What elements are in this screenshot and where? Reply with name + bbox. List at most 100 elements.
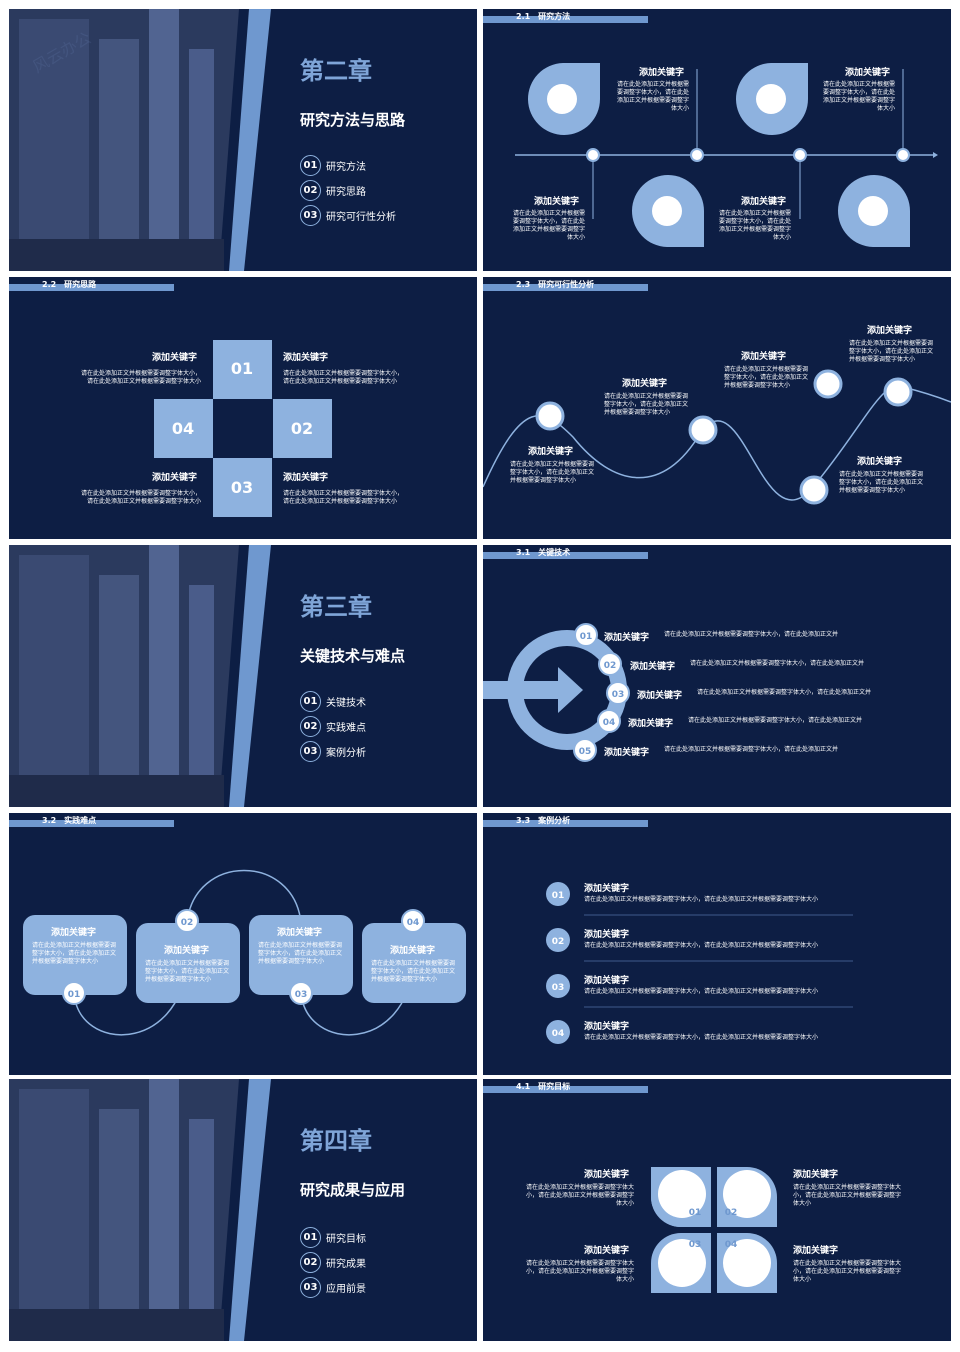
card-number: 02 (181, 918, 194, 928)
keyword: 添加关键字 (584, 884, 630, 894)
body-text: 请在此处添加正文并根据需要调整字体大小，请在此处添加正文并根据需要调整字体大小 (510, 461, 595, 484)
body-text: 请在此处添加正文并根据需要调整字体大小，请在此处添加正文并根据需要调整字体大小 (258, 942, 343, 965)
petal-number: 01 (689, 1208, 702, 1218)
body-text: 请在此处添加正文并根据需要调整字体大小，请在此处添加正文并 (697, 689, 872, 696)
cross-diagram: 01 02 03 04 (154, 340, 332, 517)
toc-item[interactable]: 01 研究目标 (300, 1227, 366, 1248)
toc-number: 02 (300, 716, 321, 737)
keyword: 添加关键字 (622, 379, 668, 389)
keyword: 添加关键字 (604, 748, 650, 758)
toc-label: 研究思路 (326, 187, 366, 198)
body-text: 请在此处添加正文并根据需要调整字体大小， (80, 370, 201, 377)
section-label: 2.1 研究方法 (516, 12, 571, 21)
petal-diagram: 01 02 03 04 (651, 1167, 777, 1293)
keyword: 添加关键字 (164, 946, 210, 956)
toc-label: 研究目标 (326, 1234, 366, 1245)
body-text: 请在此处添加正文并根据需要调整字体大小，请在此处添加正文并根据需要调整字体大小 (145, 960, 230, 983)
body-text: 请在此处添加正文并根据需要调整字体大小，请在此处添加正文并根据需要调整字体大小 (823, 81, 896, 112)
toc-label: 应用前景 (326, 1284, 366, 1295)
body-text: 请在此处添加正文并根据需要调整字体大小，请在此处添加正文并根据需要调整字体大小 (793, 1184, 902, 1207)
case-number: 03 (552, 983, 565, 993)
slide-3-3: 3.3 案例分析 01 02 03 04 添加关键字 请在此处添加正文并根据需要… (483, 813, 951, 1075)
body-text: 请在此处添加正文并根据需要调整字体大小，请在此处添加正文并 (664, 746, 839, 753)
toc-label: 研究可行性分析 (326, 212, 396, 223)
timeline (515, 63, 938, 247)
body-text: 请在此处添加正文并根据需要调整字体大小，请在此处添加正文并根据需要调整字体大小 (724, 366, 809, 389)
item-number: 04 (603, 718, 616, 728)
slide-2-1: 2.1 研究方法 添加关键字 请在此处添加正文并根据需要调整字体大小，请在此处添… (483, 9, 951, 271)
keyword: 添加关键字 (793, 1170, 839, 1180)
chapter-subtitle: 关键技术与难点 (300, 647, 406, 665)
keyword: 添加关键字 (51, 928, 97, 938)
toc-label: 实践难点 (326, 723, 366, 734)
keyword: 添加关键字 (857, 457, 903, 467)
card-number: 01 (68, 990, 81, 1000)
city-photo (9, 9, 271, 271)
toc-item[interactable]: 02 研究思路 (300, 180, 366, 201)
case-number: 02 (552, 937, 565, 947)
section-label: 3.1 关键技术 (516, 548, 571, 557)
keyword: 添加关键字 (628, 719, 674, 729)
body-text: 请在此处添加正文并根据需要调整字体大小， (80, 490, 201, 497)
body-text: 请在此处添加正文并根据需要调整字体大小，请在此处添加正文并根据需要调整字体大小 (32, 942, 117, 965)
section-bar (483, 552, 648, 559)
arrow-ring: 01 02 03 04 05 (483, 623, 630, 762)
card-number: 04 (407, 918, 420, 928)
keyword: 添加关键字 (584, 1170, 630, 1180)
keyword: 添加关键字 (584, 976, 630, 986)
body-text: 请在此处添加正文并根据需要调整字体大小，请在此处添加正文并根据需要调整字体大小 (584, 988, 819, 995)
case-number: 04 (552, 1029, 565, 1039)
body-text: 请在此处添加正文并根据需要调整字体大小，请在此处添加正文并根据需要调整字体大小 (617, 81, 690, 112)
section-bar (483, 1086, 648, 1093)
keyword: 添加关键字 (630, 662, 676, 672)
body-text: 请在此处添加正文并根据需要调整字体大小，请在此处添加正文并根据需要调整字体大小 (604, 393, 689, 416)
chapter-title: 第二章 (300, 57, 372, 85)
keyword: 添加关键字 (604, 633, 650, 643)
body-text: 请在此处添加正文并根据需要调整字体大小，请在此处添加正文并根据需要调整字体大小 (371, 960, 456, 983)
slide-2-3: 2.3 研究可行性分析 添加关键字 请在此处添加正文并根据需要调整字体大小，请在… (483, 277, 951, 539)
body-text: 请在此处添加正文并根据需要调整字体大小 (283, 498, 398, 505)
toc-number: 03 (300, 1277, 321, 1298)
toc-label: 研究成果 (326, 1259, 366, 1270)
toc-item[interactable]: 03 应用前景 (300, 1277, 366, 1298)
step-number: 03 (231, 478, 253, 497)
keyword: 添加关键字 (639, 68, 685, 78)
toc-number: 02 (300, 180, 321, 201)
section-bar (9, 284, 174, 291)
body-text: 请在此处添加正文并根据需要调整字体大小， (283, 370, 404, 377)
toc-number: 01 (300, 1227, 321, 1248)
keyword: 添加关键字 (283, 473, 329, 483)
slide-3-1: 3.1 关键技术 01 02 03 04 05 添加关键字 请在此处添加正文并根… (483, 545, 951, 807)
body-text: 请在此处添加正文并根据需要调整字体大小，请在此处添加正文并 (664, 631, 839, 638)
section-bar (483, 284, 648, 291)
keyword: 添加关键字 (867, 326, 913, 336)
toc-item[interactable]: 02 实践难点 (300, 716, 366, 737)
body-text: 请在此处添加正文并根据需要调整字体大小，请在此处添加正文并根据需要调整字体大小 (525, 1184, 634, 1207)
body-text: 请在此处添加正文并根据需要调整字体大小，请在此处添加正文并根据需要调整字体大小 (849, 340, 934, 363)
keyword: 添加关键字 (845, 68, 891, 78)
chapter-title: 第三章 (300, 593, 372, 621)
section-bar (483, 820, 648, 827)
step-number: 02 (291, 419, 313, 438)
body-text: 请在此处添加正文并根据需要调整字体大小，请在此处添加正文并 (690, 660, 865, 667)
step-number: 01 (231, 359, 253, 378)
toc-number: 01 (300, 155, 321, 176)
keyword: 添加关键字 (584, 930, 630, 940)
body-text: 请在此处添加正文并根据需要调整字体大小，请在此处添加正文并 (688, 717, 863, 724)
keyword: 添加关键字 (534, 197, 580, 207)
item-number: 02 (604, 661, 617, 671)
toc-item[interactable]: 03 案例分析 (300, 741, 366, 762)
chapter-subtitle: 研究成果与应用 (300, 1181, 406, 1199)
case-list: 01 02 03 04 (546, 882, 853, 1044)
keyword: 添加关键字 (584, 1022, 630, 1032)
body-text: 请在此处添加正文并根据需要调整字体大小，请在此处添加正文并根据需要调整字体大小 (719, 210, 792, 241)
section-label: 3.3 案例分析 (516, 816, 571, 825)
item-number: 01 (580, 632, 593, 642)
toc-number: 03 (300, 741, 321, 762)
toc-label: 案例分析 (326, 748, 366, 759)
